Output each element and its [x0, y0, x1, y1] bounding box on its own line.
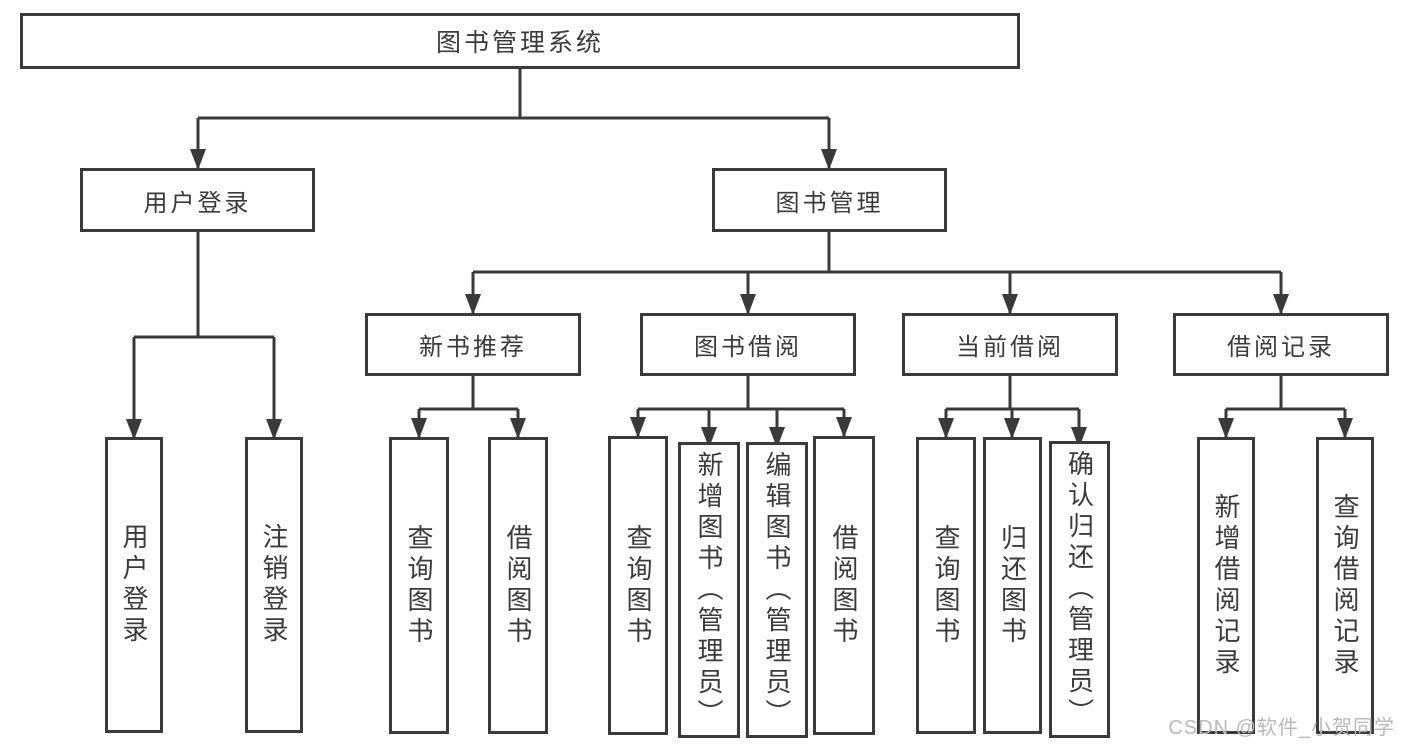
leaf-label: 注销登录: [259, 523, 289, 647]
leaf-logout: 注销登录: [245, 437, 303, 733]
leaf-new-book-query: 查询图书: [389, 437, 449, 734]
leaf-new-book-borrow: 借阅图书: [488, 437, 548, 734]
node-new-book-recommend: 新书推荐: [365, 313, 581, 376]
node-book-management: 图书管理: [712, 168, 947, 232]
node-label: 借阅记录: [1227, 334, 1335, 361]
leaf-label: 归还图书: [997, 523, 1028, 648]
csdn-watermark: CSDN @软件_小贺同学: [1168, 717, 1395, 739]
node-label: 图书借阅: [694, 334, 802, 361]
leaf-confirm-return-admin: 确认归还（管理员）: [1049, 441, 1110, 738]
node-label: 图书管理: [775, 189, 884, 217]
node-label: 图书管理系统: [435, 29, 604, 57]
leaf-label: 查询借阅记录: [1330, 492, 1360, 679]
node-label: 新书推荐: [419, 334, 527, 361]
node-library-management-system: 图书管理系统: [20, 13, 1020, 69]
node-borrowing-records: 借阅记录: [1173, 313, 1389, 376]
node-current-borrowing: 当前借阅: [902, 313, 1118, 376]
leaf-add-borrow-record: 新增借阅记录: [1197, 437, 1255, 734]
node-label: 用户登录: [143, 189, 252, 217]
leaf-label: 新增借阅记录: [1211, 492, 1241, 679]
connector-group: [126, 68, 1353, 448]
leaf-label: 新增图书（管理员）: [694, 450, 724, 730]
leaf-label: 用户登录: [119, 523, 149, 647]
leaf-label: 借阅图书: [829, 523, 859, 648]
leaf-return-books: 归还图书: [983, 437, 1042, 734]
leaf-label: 确认归还（管理员）: [1064, 450, 1095, 729]
leaf-label: 查询图书: [404, 523, 434, 648]
leaf-label: 借阅图书: [503, 523, 533, 648]
leaf-current-query-books: 查询图书: [916, 437, 976, 734]
leaf-borrow-books: 借阅图书: [813, 436, 875, 735]
leaf-label: 编辑图书（管理员）: [762, 450, 792, 730]
leaf-label: 查询图书: [623, 523, 653, 648]
node-book-borrowing: 图书借阅: [640, 313, 856, 376]
leaf-user-login: 用户登录: [105, 437, 163, 733]
leaf-query-borrow-record: 查询借阅记录: [1316, 437, 1374, 734]
leaf-label: 查询图书: [931, 523, 961, 648]
leaf-borrow-query-books: 查询图书: [608, 436, 668, 735]
node-label: 当前借阅: [956, 334, 1064, 361]
node-user-login: 用户登录: [80, 168, 315, 232]
leaf-add-books-admin: 新增图书（管理员）: [678, 442, 740, 738]
leaf-edit-books-admin: 编辑图书（管理员）: [746, 442, 808, 738]
